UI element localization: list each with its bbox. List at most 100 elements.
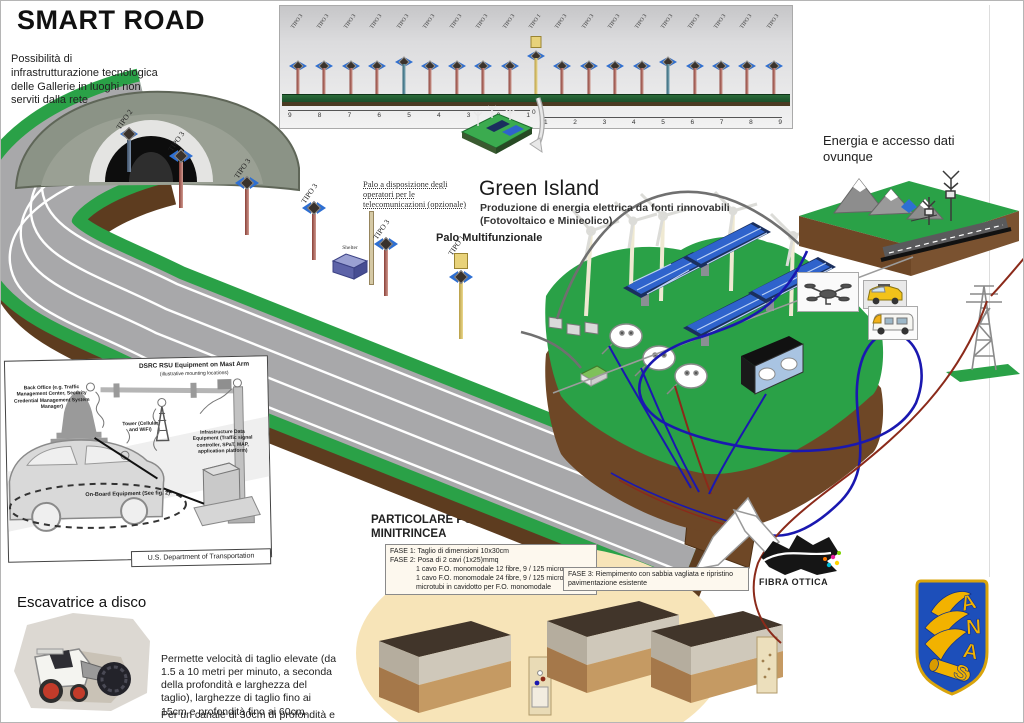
antenna-icon [341, 60, 360, 72]
antenna-icon [289, 60, 307, 72]
inset-pole: TIPO 3 [312, 13, 336, 94]
fase-line: FASE 1: Taglio di dimensioni 10x30cm [390, 548, 509, 555]
antenna-icon [712, 60, 730, 72]
antenna-icon [553, 60, 572, 72]
pole-mast [640, 68, 644, 94]
fase-line: microtubi in cavidotto per F.O. monomoda… [416, 584, 552, 592]
inset-pole: TIPO 3 [445, 13, 469, 94]
inset-pole-label: TIPO 3 [316, 13, 331, 30]
inset-pole-label: TIPO 3 [739, 13, 754, 30]
page-title: SMART ROAD [17, 5, 205, 35]
inset-pole: TIPO 3 [603, 13, 627, 94]
antenna-icon [764, 60, 783, 72]
pole-mast [459, 283, 463, 339]
inset-pole-label: TIPO 3 [501, 13, 516, 30]
inset-pole-label: TIPO 3 [765, 13, 781, 30]
distance-scale-zero: 0 [532, 109, 536, 116]
antenna-icon [421, 60, 440, 72]
svg-text:A: A [961, 639, 980, 664]
inset-pole-label: TIPO 3 [290, 13, 305, 30]
antenna-icon [685, 60, 704, 72]
inset-pole: TIPO 3 [392, 13, 416, 94]
inset-pole: TIPO 3 [471, 13, 495, 94]
pole-mast [455, 68, 459, 94]
scale-number: 5 [661, 119, 665, 126]
roadside-pole-tipo3: TIPO 3 [159, 130, 203, 208]
pole-mast [745, 68, 749, 94]
telecom-operator-pole [369, 211, 374, 285]
antenna-icon [474, 60, 493, 72]
pole-mast [127, 140, 131, 172]
antenna-icon [374, 236, 398, 251]
operator-pole-label: Palo a disposizione degli operatori per … [363, 179, 467, 210]
inset-soil-strip [282, 102, 790, 106]
antenna-icon [315, 60, 334, 72]
inset-pole-label: TIPO 3 [580, 13, 596, 30]
dsrc-caption: U.S. Department of Transportation [130, 548, 272, 568]
excavator-title: Escavatrice a disco [17, 594, 147, 611]
scale-number: 6 [690, 119, 695, 126]
inset-pole: TIPO 3 [577, 13, 601, 94]
scale-number: 3 [602, 119, 607, 126]
inset-pole: TIPO 3 [418, 13, 442, 94]
inset-pole-label: TIPO 1 [528, 13, 543, 30]
pole-mast [245, 189, 249, 235]
antenna-icon [120, 126, 138, 141]
scale-number: 9 [778, 119, 782, 126]
inset-pole-label: TIPO 3 [395, 13, 411, 30]
scale-number: 1 [526, 112, 530, 119]
block-guardrail [880, 227, 1012, 262]
scale-number: 4 [631, 119, 636, 126]
tunnel-road-inside [129, 152, 173, 182]
scale-number: 7 [719, 119, 724, 126]
inset-pole-label: TIPO 3 [633, 13, 649, 30]
pole-mast [312, 214, 316, 260]
inset-pole-label: TIPO 3 [554, 13, 569, 30]
inset-pole-label: TIPO 3 [686, 13, 701, 30]
van-photo [863, 280, 907, 309]
pole-mast [428, 68, 432, 94]
inset-pole-label: TIPO 3 [607, 13, 622, 30]
pole-mast [666, 64, 670, 94]
inset-pole-label: TIPO 3 [422, 13, 437, 30]
antenna-icon [526, 50, 545, 62]
block-antenna-dish [901, 199, 917, 213]
trench-slot-filled [756, 636, 778, 694]
inset-green-strip [282, 94, 790, 103]
fase-line: 1 cavo F.O. monomodale 24 fibre, 9 / 125… [416, 575, 568, 583]
pole-mast [587, 68, 591, 94]
multifunction-pole-tipo1: TIPO 1 [439, 234, 483, 339]
anas-logo: A N A S [913, 578, 991, 700]
shelter-label: Shelter [342, 245, 358, 251]
pole-mast [613, 68, 617, 94]
divider-line [989, 5, 990, 577]
fase-1-2-note: FASE 1: Taglio di dimensioni 10x30cm FAS… [385, 544, 597, 596]
inset-pole: TIPO 3 [656, 13, 680, 94]
scale-number: 9 [288, 112, 292, 119]
antenna-icon [302, 200, 326, 215]
excavator-paragraph-1: Permette velocità di taglio elevate (da … [161, 653, 337, 718]
pole-mast [534, 58, 538, 94]
fiber-optic-label: FIBRA OTTICA [759, 577, 829, 587]
dsrc-illustration [7, 378, 270, 532]
antenna-icon [738, 60, 757, 72]
dsrc-inset: DSRC RSU Equipment on Mast Arm (illustra… [3, 355, 273, 568]
inset-pole-label: TIPO 3 [342, 13, 358, 30]
inset-pole: TIPO 3 [339, 13, 363, 94]
fase-3-note: FASE 3: Riempimento con sabbia vagliata … [563, 567, 749, 592]
pole-mast [402, 64, 406, 94]
inset-pole: TIPO 3 [709, 13, 733, 94]
inset-pole: TIPO 3 [550, 13, 574, 94]
inset-pole-label: TIPO 3 [369, 13, 384, 30]
pole-mast [772, 68, 776, 94]
pole-mast [296, 68, 300, 94]
pole-mast [560, 68, 564, 94]
roadside-pole-tipo2: TIPO 2 [107, 108, 151, 172]
inset-pole: TIPO 3 [498, 13, 522, 94]
scale-number: 7 [347, 112, 352, 119]
svg-text:N: N [965, 615, 981, 639]
pole-mast [349, 68, 353, 94]
pole-mast [179, 162, 183, 208]
